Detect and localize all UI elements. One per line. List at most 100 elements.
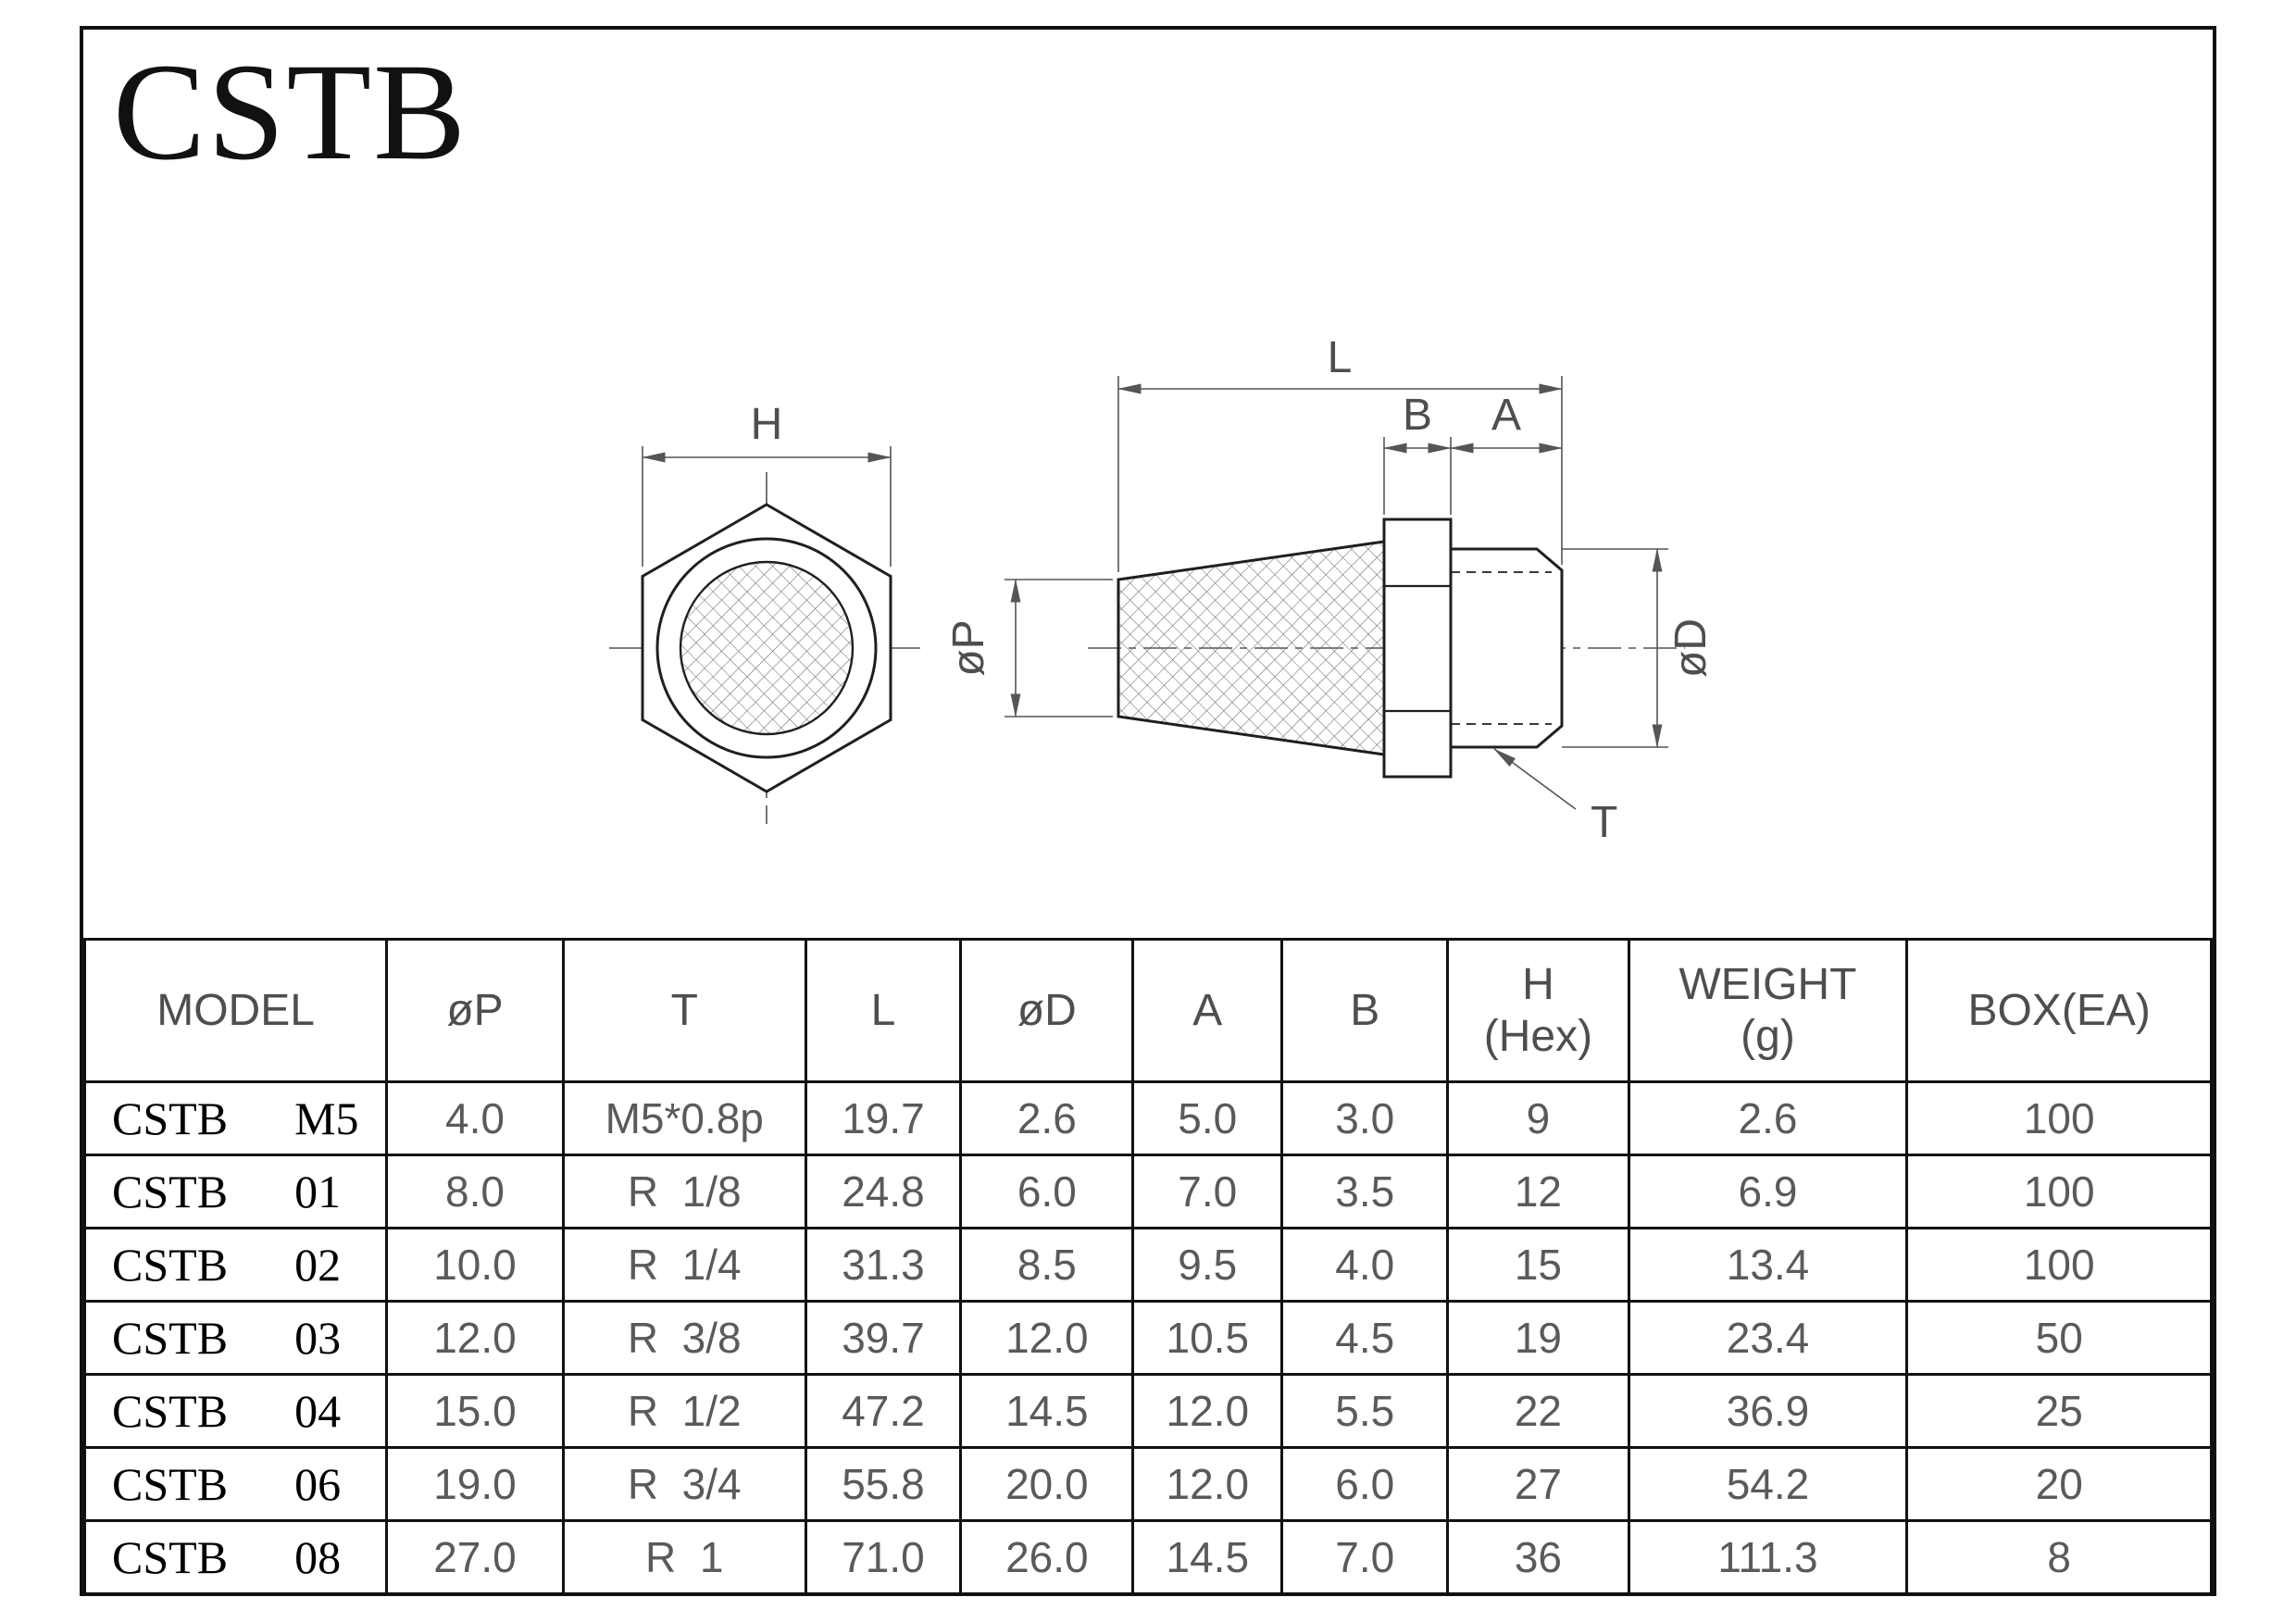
model-series: CSTB [112, 1092, 229, 1144]
value-cell: 4.5 [1280, 1300, 1450, 1376]
front-view: H [609, 400, 924, 824]
model-code: 01 [294, 1166, 342, 1217]
technical-drawing: H L B A øP [609, 333, 1716, 847]
model-series: CSTB [112, 1312, 229, 1364]
dim-label-t: T [1591, 798, 1617, 847]
value-cell: 14.5 [959, 1373, 1135, 1449]
value-cell: 5.0 [1131, 1080, 1284, 1156]
value-cell: 3.5 [1280, 1154, 1450, 1229]
thread [1449, 547, 1564, 749]
value-cell: 10.5 [1131, 1300, 1284, 1376]
value-cell: 6.0 [959, 1154, 1135, 1229]
col-header-h-hex: H (Hex) [1446, 938, 1630, 1083]
value-cell: 7.0 [1131, 1154, 1284, 1229]
extension-line-l [1117, 376, 1563, 572]
value-cell: 100 [1905, 1154, 2213, 1229]
page-title: CSTB [113, 35, 468, 189]
value-cell: 27.0 [385, 1519, 565, 1595]
value-cell: 6.9 [1627, 1154, 1909, 1229]
value-cell: 100 [1905, 1227, 2213, 1303]
model-code: M5 [294, 1092, 359, 1144]
value-cell: 27 [1446, 1446, 1630, 1522]
value-cell: R 1/2 [561, 1373, 807, 1449]
model-cell: CSTB M5 [82, 1080, 389, 1156]
value-cell: 15 [1446, 1227, 1630, 1303]
model-series: CSTB [112, 1166, 229, 1217]
model-code: 02 [294, 1239, 342, 1291]
value-cell: 26.0 [959, 1519, 1135, 1595]
dim-label-a: A [1491, 391, 1521, 440]
model-code: 03 [294, 1312, 342, 1364]
col-header-weight: WEIGHT (g) [1627, 938, 1909, 1083]
value-cell: 47.2 [804, 1373, 963, 1449]
value-cell: 31.3 [804, 1227, 963, 1303]
value-cell: 8.0 [385, 1154, 565, 1229]
spec-table: MODEL øP T L øD A B H (Hex) WEIGHT (g) B… [82, 938, 2213, 1595]
dim-label-phi-p: øP [944, 619, 993, 676]
col-header-phi-d: øD [959, 938, 1135, 1083]
value-cell: 50 [1905, 1300, 2213, 1376]
dim-label-l: L [1328, 333, 1353, 382]
model-cell: CSTB 03 [82, 1300, 389, 1376]
col-header-box: BOX(EA) [1905, 938, 2213, 1083]
leader-line-t [1493, 748, 1577, 810]
value-cell: 36.9 [1627, 1373, 1909, 1449]
value-cell: 23.4 [1627, 1300, 1909, 1376]
value-cell: 54.2 [1627, 1446, 1909, 1522]
model-series: CSTB [112, 1531, 229, 1583]
value-cell: 15.0 [385, 1373, 565, 1449]
hex-facet-lines [1384, 584, 1451, 713]
value-cell: 10.0 [385, 1227, 565, 1303]
value-cell: 3.0 [1280, 1080, 1450, 1156]
model-series: CSTB [112, 1385, 229, 1437]
col-header-model: MODEL [82, 938, 389, 1083]
value-cell: 19.7 [804, 1080, 963, 1156]
value-cell: 39.7 [804, 1300, 963, 1376]
model-code: 06 [294, 1458, 342, 1510]
outer-circle [655, 537, 878, 759]
value-cell: 13.4 [1627, 1227, 1909, 1303]
value-cell: 71.0 [804, 1519, 963, 1595]
hex-nut [1382, 518, 1453, 779]
extension-line-h [642, 446, 892, 567]
model-series: CSTB [112, 1239, 229, 1291]
value-cell: 2.6 [959, 1080, 1135, 1156]
side-view: L B A øP øD T [944, 333, 1716, 847]
model-cell: CSTB 01 [82, 1154, 389, 1229]
drawing-frame: CSTB H [80, 26, 2216, 1596]
value-cell: 4.0 [385, 1080, 565, 1156]
dim-label-phi-d: øD [1666, 618, 1716, 678]
value-cell: 19 [1446, 1300, 1630, 1376]
value-cell: 20.0 [959, 1446, 1135, 1522]
value-cell: 20 [1905, 1446, 2213, 1522]
model-code: 04 [294, 1385, 342, 1437]
model-series: CSTB [112, 1458, 229, 1510]
value-cell: R 1/4 [561, 1227, 807, 1303]
cone-body [1117, 540, 1386, 756]
extension-line-phi-p [1004, 579, 1113, 717]
col-header-b: B [1280, 938, 1450, 1083]
value-cell: 12 [1446, 1154, 1630, 1229]
value-cell: 14.5 [1131, 1519, 1284, 1595]
extension-line-phi-d [1562, 548, 1668, 748]
filter-element-face [679, 560, 855, 736]
model-cell: CSTB 06 [82, 1446, 389, 1522]
value-cell: 100 [1905, 1080, 2213, 1156]
col-header-t: T [561, 938, 807, 1083]
dim-label-h: H [751, 400, 783, 449]
value-cell: 8.5 [959, 1227, 1135, 1303]
model-cell: CSTB 02 [82, 1227, 389, 1303]
value-cell: 111.3 [1627, 1519, 1909, 1595]
value-cell: 24.8 [804, 1154, 963, 1229]
value-cell: 6.0 [1280, 1446, 1450, 1522]
col-header-a: A [1131, 938, 1284, 1083]
value-cell: 12.0 [959, 1300, 1135, 1376]
value-cell: 8 [1905, 1519, 2213, 1595]
